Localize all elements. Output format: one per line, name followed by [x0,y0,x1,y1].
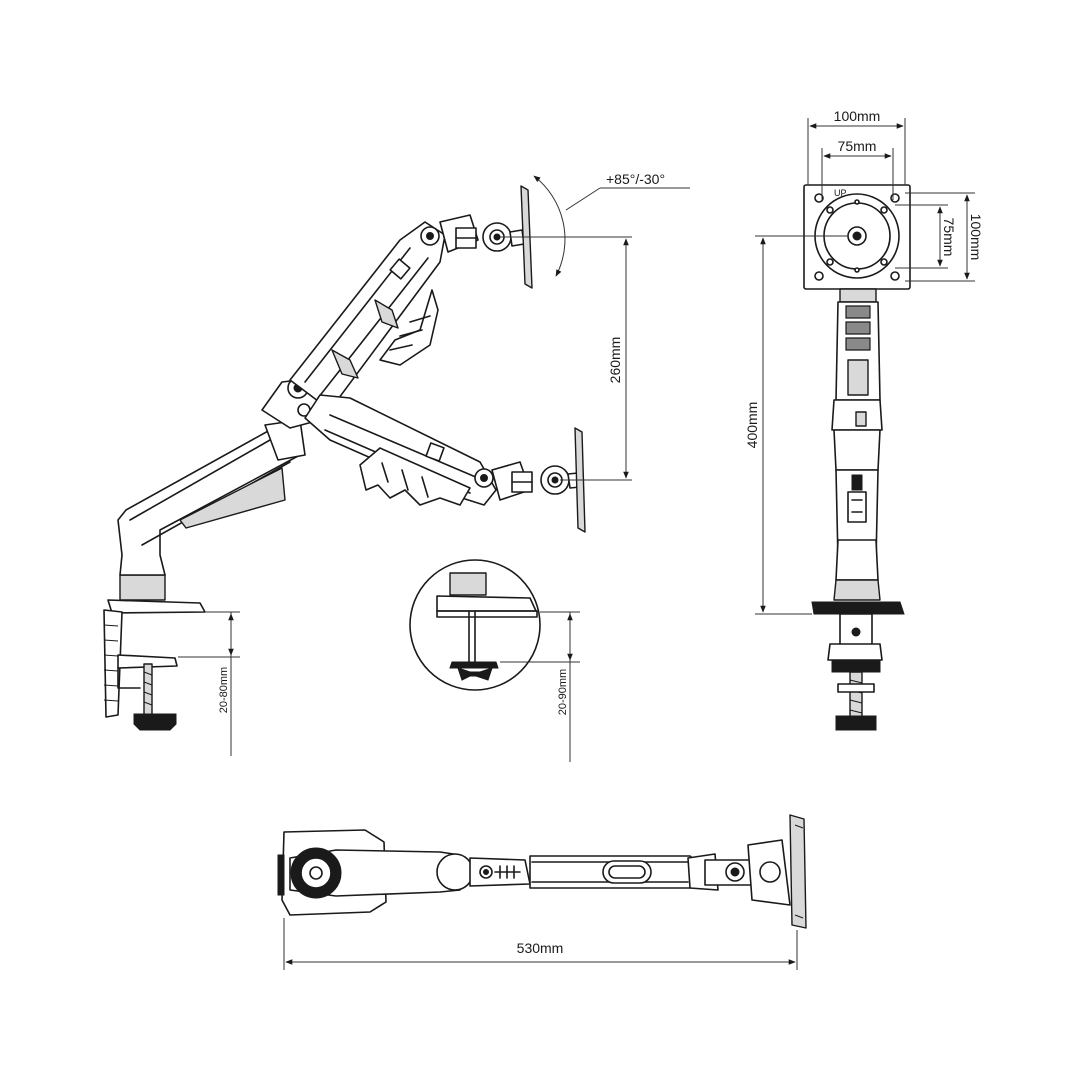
front-column [811,288,905,615]
vesa-outer-height-label: 100mm [968,214,984,261]
clamp-range-label: 20-80mm [218,667,230,713]
pole-height-label: 400mm [744,402,760,449]
forearm-lowered [304,394,497,506]
top-view-arm [289,814,807,929]
base-column [117,419,306,601]
height-range-dimension: 260mm [500,236,632,481]
vesa-dimensions: 100mm 75mm 100mm 75mm [807,108,984,282]
front-view: UP 100mm 75mm 100mm 75mm [744,108,984,731]
grommet-detail: 20-90mm [409,559,580,762]
vesa-inner-width-label: 75mm [838,138,877,154]
forearm-raised [289,221,446,411]
side-view: +85°/-30° [103,171,690,756]
arm-length-dimension: 530mm [283,918,798,970]
grommet-range-label: 20-90mm [557,669,569,715]
front-clamp [827,613,883,731]
top-view: 530mm [277,814,807,970]
pole-height-dimension: 400mm [744,235,848,615]
clamp-range-dimension: 20-80mm [178,611,240,756]
arm-length-label: 530mm [517,940,564,956]
vesa-inner-height-label: 75mm [941,218,957,257]
height-range-label: 260mm [607,337,623,384]
vesa-outer-width-label: 100mm [834,108,881,124]
tilt-angle-arc: +85°/-30° [533,171,690,277]
angle-label: +85°/-30° [606,171,665,187]
desk-clamp [103,599,206,731]
up-mark: UP [834,188,847,198]
vesa-plate: UP [803,184,911,290]
